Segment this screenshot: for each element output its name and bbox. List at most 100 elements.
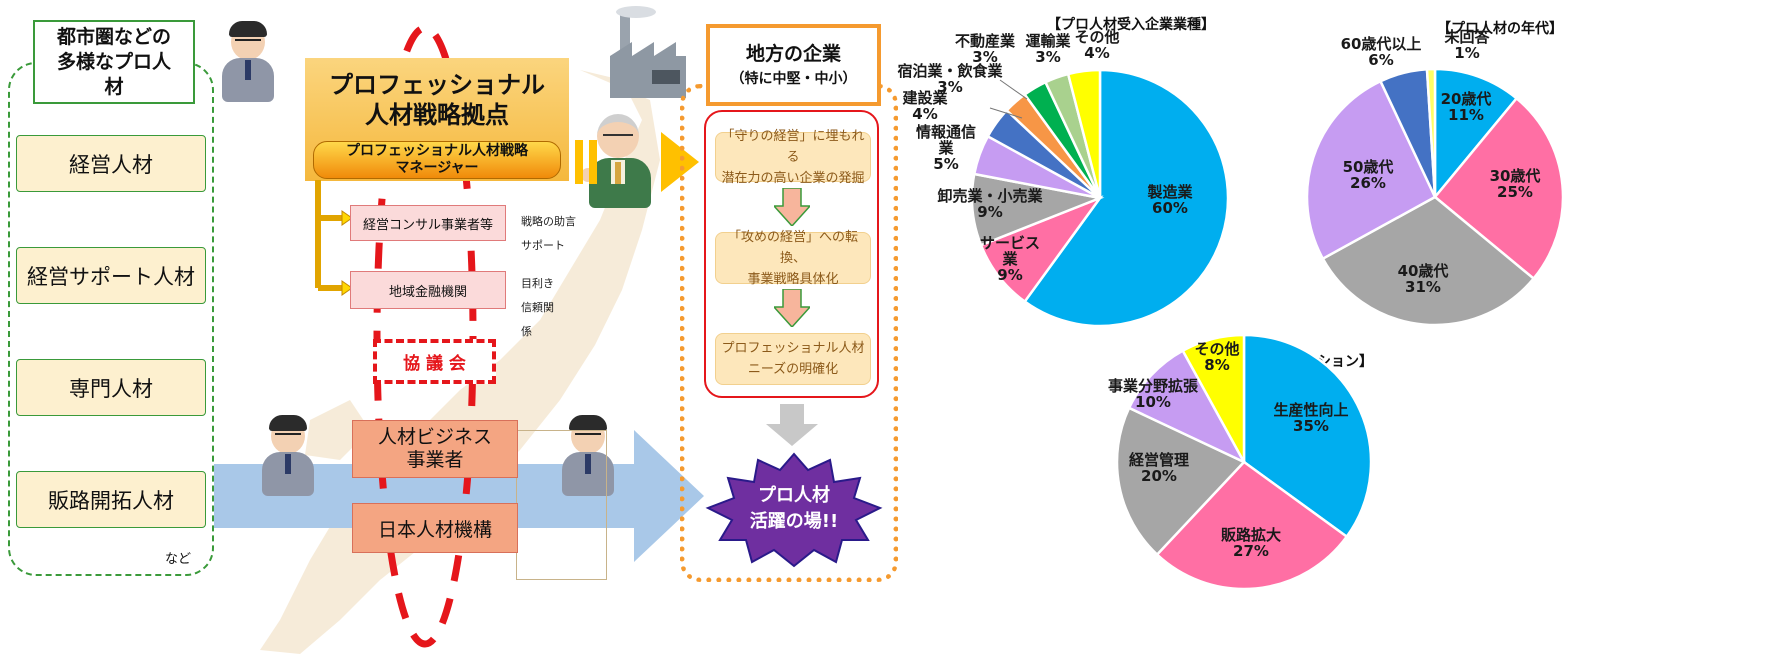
down-arrow-icon xyxy=(774,188,810,226)
partner-consultant-label: 経営コンサル事業者等 xyxy=(362,217,493,233)
talent-sales-development: 販路開拓人材 xyxy=(16,471,206,528)
pro-talent-pool-title: 都市圏などの 多様なプロ人 材 xyxy=(33,20,195,104)
talent-specialist-label: 専門人材 xyxy=(69,376,153,401)
local-company-header: 地方の企業 （特に中堅・中小） xyxy=(706,24,881,106)
talent-management-support-label: 経営サポート人材 xyxy=(27,264,195,289)
factory-icon xyxy=(610,6,686,98)
consultant-note-line-2: サポート xyxy=(521,239,565,252)
step1-line-1: 「守りの経営」に埋もれる xyxy=(721,128,865,165)
japan-human-resources-agency: 日本人材機構 xyxy=(352,503,518,553)
industry-leader-line-1 xyxy=(999,79,1028,100)
talent-sales-development-label: 販路開拓人材 xyxy=(48,488,174,513)
pie-age-slice-1 xyxy=(1433,96,1565,281)
talent-management-label: 経営人材 xyxy=(69,152,153,177)
hub-title-line-1: プロフェッショナル xyxy=(329,71,545,99)
council-ellipse xyxy=(373,24,477,648)
council-label: 協 議 会 xyxy=(403,354,466,374)
partner-bank-note: 目利き 信頼関 係 xyxy=(521,272,554,344)
pie-mission-slice-1 xyxy=(1155,460,1349,591)
consultant-note-line-1: 戦略の助言 xyxy=(521,215,576,228)
hr-business-line-1: 人材ビジネス xyxy=(377,426,492,448)
person-icon xyxy=(562,415,614,498)
pro-talent-title-line-2: 多様なプロ人 xyxy=(56,50,171,73)
bank-note-line-2: 信頼関 xyxy=(521,301,554,314)
hr-business-line-2: 事業者 xyxy=(406,449,464,471)
pie-mission-slice-0 xyxy=(1242,333,1373,539)
goal-line-1: プロ人材 xyxy=(758,485,830,506)
pie-age-slice-3 xyxy=(1305,79,1437,261)
pie-age-slice-0 xyxy=(1433,67,1519,201)
hub-connectors xyxy=(315,180,352,296)
pro-talent-title-line-3: 材 xyxy=(104,75,124,98)
bank-note-line-3: 係 xyxy=(521,325,532,338)
industry-leader-line-0 xyxy=(989,107,1023,119)
pro-talent-manager: プロフェッショナル人材戦略 マネージャー xyxy=(313,141,561,179)
pie-mission-slice-2 xyxy=(1115,406,1247,557)
pro-talent-title-line-1: 都市圏などの xyxy=(56,25,171,48)
pie-industry-slice-8 xyxy=(1066,68,1102,199)
partner-regional-bank: 地域金融機関 xyxy=(350,271,506,309)
down-arrow-icon xyxy=(774,289,810,327)
step2-line-2: 事業戦略具体化 xyxy=(747,271,839,287)
etc-note: など xyxy=(165,552,192,567)
industry-chart-title: 【プロ人材受入企業業種】 xyxy=(1047,16,1215,33)
partner-bank-label: 地域金融機関 xyxy=(388,284,467,300)
pie-mission-slice-4 xyxy=(1181,333,1246,463)
step3-line-2: ニーズの明確化 xyxy=(747,362,839,377)
pie-industry-slice-0 xyxy=(1023,68,1230,328)
goal-line-2: 活躍の場!! xyxy=(749,511,839,532)
partner-management-consultant: 経営コンサル事業者等 xyxy=(350,205,506,241)
local-company-process xyxy=(704,110,879,398)
person-icon xyxy=(262,415,314,498)
flow-step-discovery: 「守りの経営」に埋もれる 潜在力の高い企業の発掘 xyxy=(715,129,871,186)
age-chart-title: 【プロ人材の年代】 xyxy=(1437,20,1563,37)
hr-business-operator: 人材ビジネス 事業者 xyxy=(352,420,518,478)
flow-step-transformation: 「攻めの経営」への転換、 事業戦略具体化 xyxy=(715,230,871,287)
partner-consultant-note: 戦略の助言 サポート xyxy=(521,210,576,258)
step1-line-2: 潜在力の高い企業の発掘 xyxy=(721,170,865,186)
talent-specialist: 専門人材 xyxy=(16,359,206,416)
pie-age-slice-2 xyxy=(1321,195,1536,327)
right-arrow-icon xyxy=(214,430,704,562)
pro-talent-goal-burst xyxy=(705,452,883,568)
talent-management: 経営人材 xyxy=(16,135,206,192)
down-arrow-icon xyxy=(766,404,818,446)
flow-step-needs: プロフェッショナル人材 ニーズの明確化 xyxy=(715,333,871,385)
manager-line-2: マネージャー xyxy=(395,160,479,176)
goal-label: プロ人材 活躍の場!! xyxy=(734,476,854,542)
council-box: 協 議 会 xyxy=(373,339,496,384)
person-icon xyxy=(222,21,274,104)
pie-mission-slice-3 xyxy=(1127,349,1247,465)
hub-title-line-2: 人材戦略拠点 xyxy=(365,101,509,129)
step3-line-1: プロフェッショナル人材 xyxy=(721,341,865,356)
manager-line-1: プロフェッショナル人材戦略 xyxy=(346,143,528,159)
pie-age-slice-5 xyxy=(1425,67,1437,198)
talent-management-support: 経営サポート人材 xyxy=(16,247,206,304)
step2-line-1: 「攻めの経営」への転換、 xyxy=(727,229,858,266)
local-company-subtitle: （特に中堅・中小） xyxy=(730,71,857,87)
local-company-title: 地方の企業 xyxy=(745,43,841,65)
bank-note-line-1: 目利き xyxy=(521,277,554,290)
